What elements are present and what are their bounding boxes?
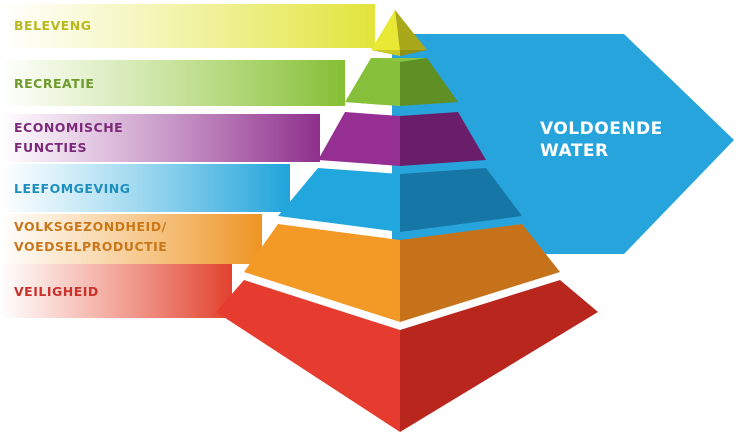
tier-label-veiligheid: VEILIGHEID bbox=[14, 284, 99, 299]
pyramid-tier-economische bbox=[318, 112, 486, 166]
pyramid-tier-leefomgeving bbox=[278, 168, 522, 232]
band-beleveng bbox=[0, 4, 375, 48]
tier-label-volksgezondheid-voedselproductie-line1: VOLKSGEZONDHEID/ bbox=[14, 219, 167, 234]
band-leefomgeving bbox=[0, 164, 290, 212]
tier-label-recreatie: RECREATIE bbox=[14, 76, 94, 91]
arrow-label-line1: VOLDOENDE bbox=[540, 119, 663, 139]
tier-label-beleveng: BELEVENG bbox=[14, 18, 92, 33]
arrow-label-line2: WATER bbox=[540, 141, 609, 161]
pyramid-tier-volksgezondheid bbox=[244, 224, 560, 322]
pyramid-tier-beleveng bbox=[371, 10, 427, 56]
tier-label-leefomgeving: LEEFOMGEVING bbox=[14, 181, 131, 196]
band-economische bbox=[0, 114, 320, 162]
band-recreatie bbox=[0, 60, 345, 106]
band-veiligheid bbox=[0, 264, 232, 318]
band-volksgezondheid bbox=[0, 214, 262, 264]
pyramid-tier-recreatie bbox=[345, 58, 458, 106]
tier-label-volksgezondheid-voedselproductie-line2: VOEDSELPRODUCTIE bbox=[14, 239, 167, 254]
tier-label-economische-functies-line1: ECONOMISCHE bbox=[14, 120, 123, 135]
tier-label-economische-functies-line2: FUNCTIES bbox=[14, 140, 87, 155]
pyramid-tier-veiligheid bbox=[216, 280, 598, 432]
